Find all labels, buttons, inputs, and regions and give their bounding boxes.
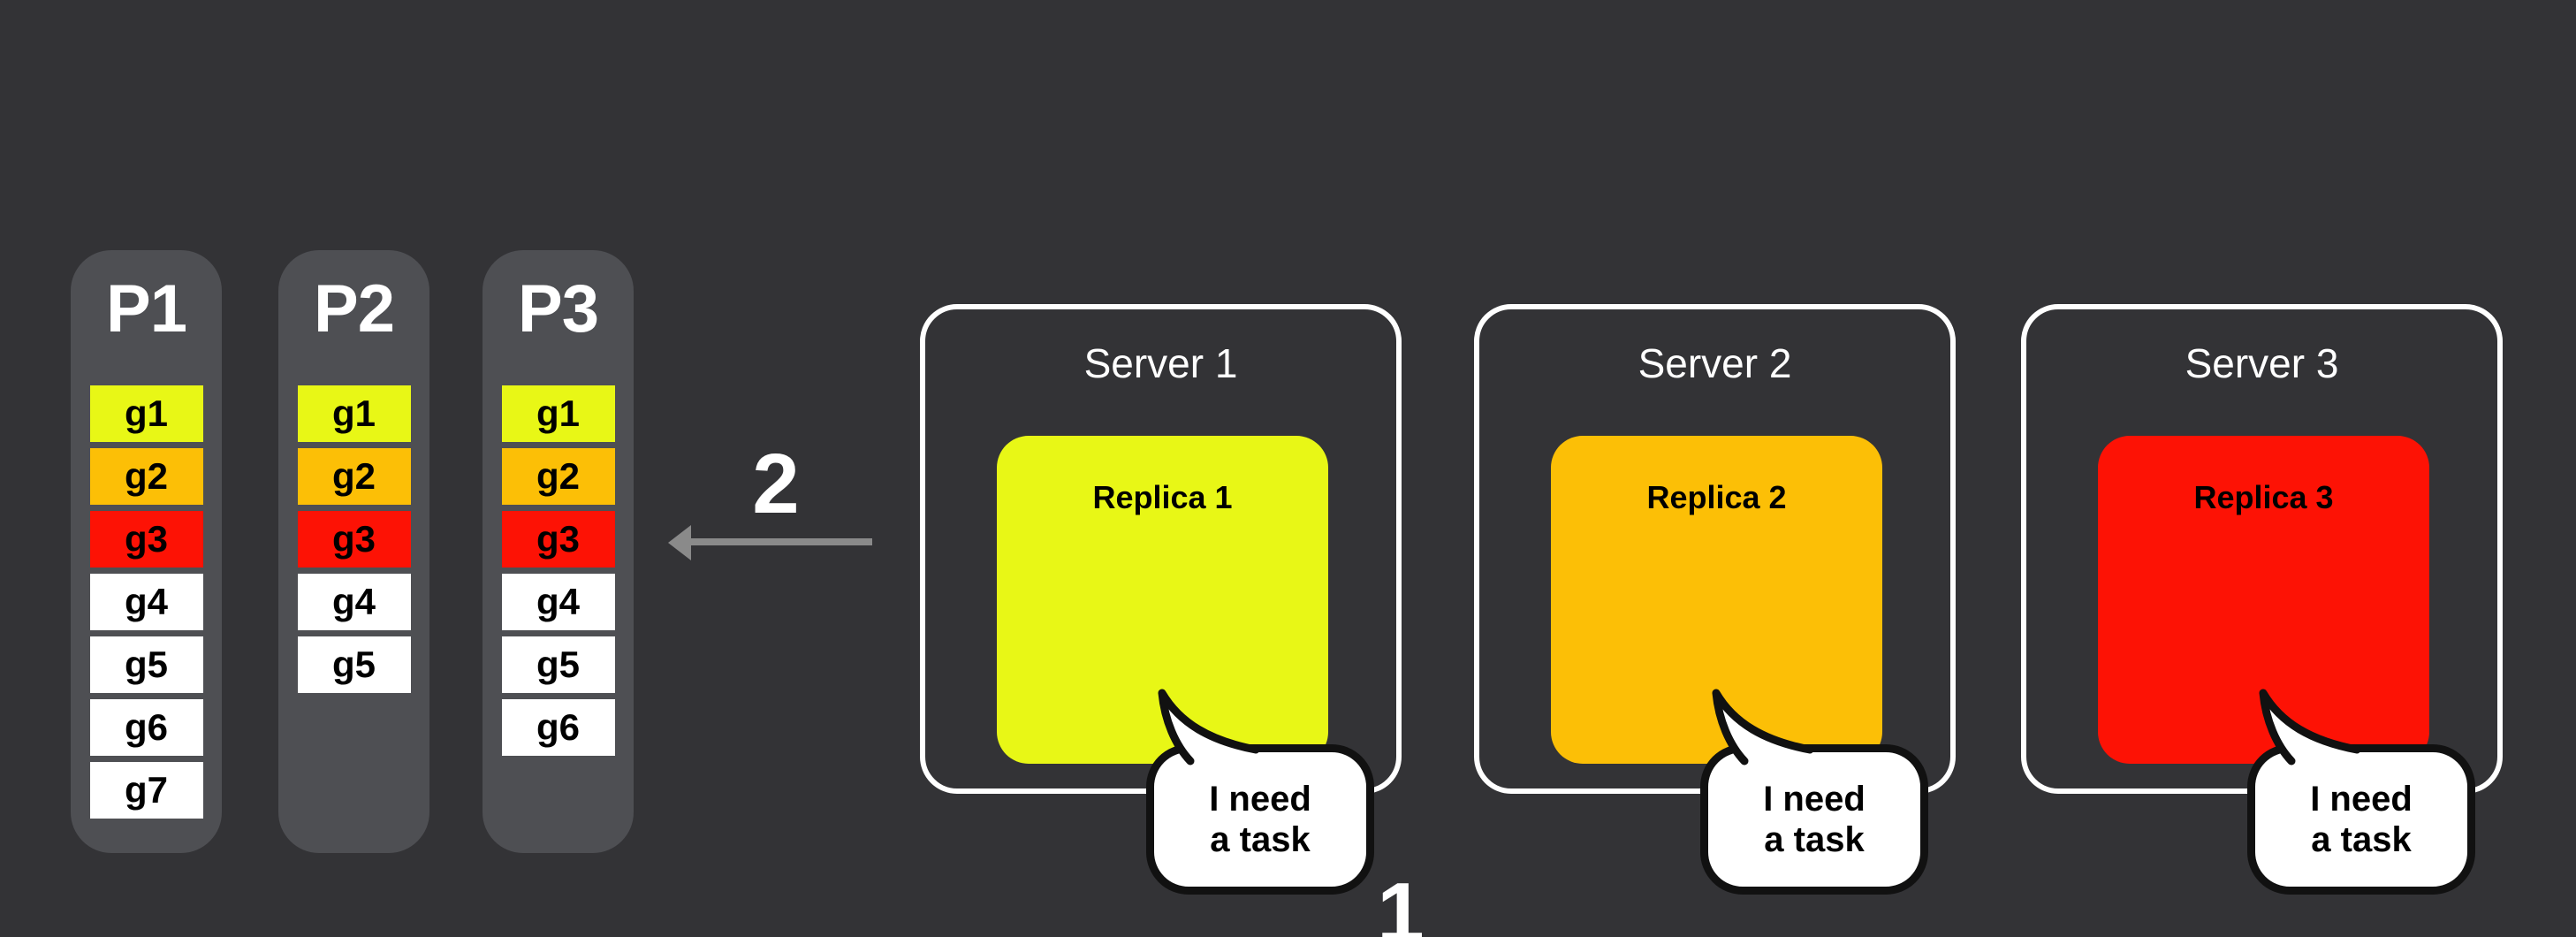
task-g2: g2 xyxy=(501,448,615,505)
task-g4: g4 xyxy=(297,574,411,630)
task-g5: g5 xyxy=(89,636,203,693)
left-arrowhead-icon xyxy=(668,525,691,560)
bubble-1-line-2: a task xyxy=(1210,820,1311,859)
task-g7: g7 xyxy=(89,762,203,819)
task-g6: g6 xyxy=(501,699,615,756)
step-2-label: 2 xyxy=(752,437,800,531)
speech-bubble-2: I need a task xyxy=(1700,744,1928,895)
task-g3: g3 xyxy=(501,511,615,568)
partition-column-p2: P2 g1 g2 g3 g4 g5 xyxy=(278,250,429,853)
bubble-tail-icon xyxy=(1712,689,1814,766)
task-list-p1: g1 g2 g3 g4 g5 g6 g7 xyxy=(71,385,222,825)
task-g5: g5 xyxy=(501,636,615,693)
partition-column-p1: P1 g1 g2 g3 g4 g5 g6 g7 xyxy=(71,250,222,853)
bubble-tail-icon xyxy=(2259,689,2361,766)
partition-title-p1: P1 xyxy=(106,271,187,347)
bubble-3-line-1: I need xyxy=(2310,780,2413,819)
task-g2: g2 xyxy=(297,448,411,505)
bubble-2-line-1: I need xyxy=(1763,780,1866,819)
task-g1: g1 xyxy=(89,385,203,442)
speech-bubble-3: I need a task xyxy=(2247,744,2475,895)
partition-title-p2: P2 xyxy=(314,271,395,347)
task-list-p3: g1 g2 g3 g4 g5 g6 xyxy=(483,385,634,762)
task-g4: g4 xyxy=(89,574,203,630)
replica-1-label: Replica 1 xyxy=(1092,479,1233,515)
replica-3-label: Replica 3 xyxy=(2193,479,2334,515)
task-g4: g4 xyxy=(501,574,615,630)
bubble-1-line-1: I need xyxy=(1209,780,1311,819)
partition-column-p3: P3 g1 g2 g3 g4 g5 g6 xyxy=(483,250,634,853)
replica-2-label: Replica 2 xyxy=(1646,479,1787,515)
bubble-2-line-2: a task xyxy=(1764,820,1865,859)
task-g3: g3 xyxy=(297,511,411,568)
bubble-tail-icon xyxy=(1158,689,1260,766)
bubble-3-line-2: a task xyxy=(2311,820,2412,859)
task-g1: g1 xyxy=(297,385,411,442)
left-arrow-icon xyxy=(685,538,872,545)
task-g3: g3 xyxy=(89,511,203,568)
task-g1: g1 xyxy=(501,385,615,442)
task-g2: g2 xyxy=(89,448,203,505)
step-1-label: 1 xyxy=(1377,865,1425,937)
task-list-p2: g1 g2 g3 g4 g5 xyxy=(278,385,429,699)
server-2-title: Server 2 xyxy=(1638,340,1792,386)
partition-title-p3: P3 xyxy=(518,271,599,347)
task-g5: g5 xyxy=(297,636,411,693)
speech-bubble-1: I need a task xyxy=(1146,744,1374,895)
server-1-title: Server 1 xyxy=(1083,340,1238,386)
server-3-title: Server 3 xyxy=(2185,340,2339,386)
task-g6: g6 xyxy=(89,699,203,756)
